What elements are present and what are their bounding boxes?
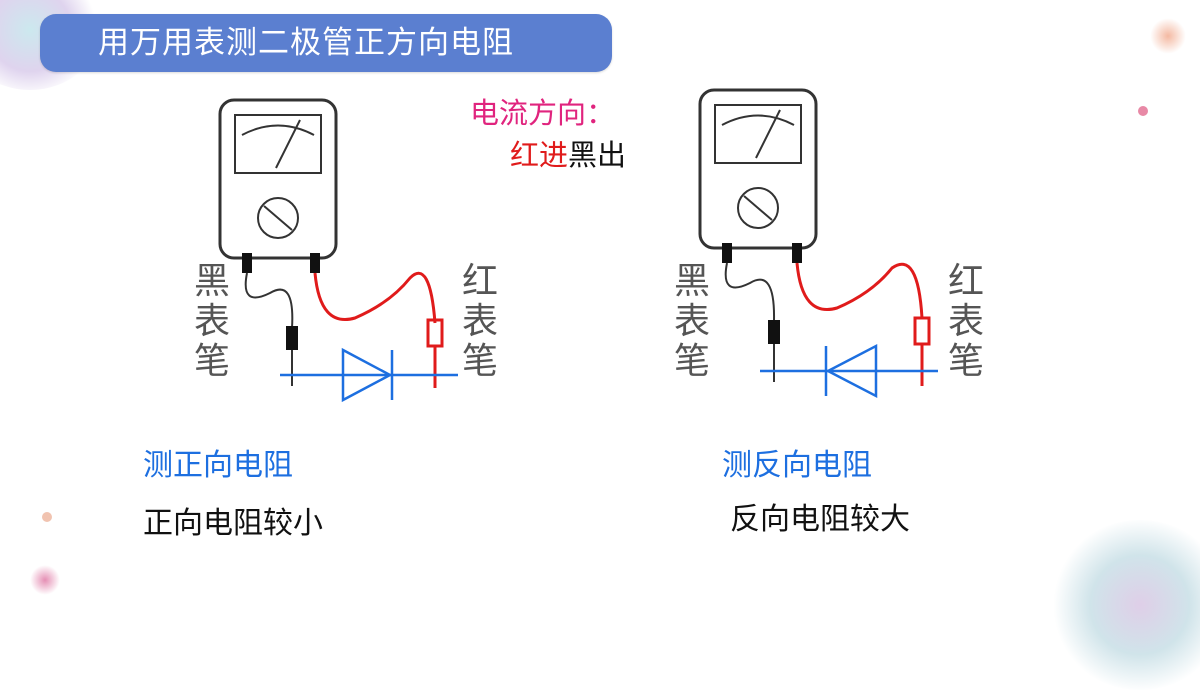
- reverse-caption: 测反向电阻: [722, 448, 872, 483]
- black-probe-label-right: 黑表笔: [673, 261, 710, 382]
- current-direction-note: 电流方向： 红进黑出: [470, 92, 640, 176]
- decorative-splash-topright: [1150, 18, 1186, 54]
- page-title: 用万用表测二极管正方向电阻: [98, 25, 514, 61]
- diode-reverse-icon: [760, 343, 938, 399]
- red-probe-label-right: 红表笔: [947, 261, 984, 382]
- reverse-measurement-figure: [698, 88, 938, 399]
- multimeter-icon: [698, 88, 818, 250]
- forward-caption: 测正向电阻: [143, 448, 293, 483]
- forward-result: 正向电阻较小: [143, 506, 323, 541]
- black-probe-label-left: 黑表笔: [193, 261, 230, 382]
- multimeter-icon: [218, 98, 338, 260]
- red-probe-label-left: 红表笔: [461, 261, 498, 382]
- forward-measurement-figure: [218, 98, 458, 403]
- decorative-dot: [42, 512, 52, 522]
- diode-forward-icon: [280, 347, 458, 403]
- current-direction-rule: 红进黑出: [470, 134, 640, 176]
- decorative-splash-bottomright: [1050, 520, 1200, 690]
- black-out-text: 黑出: [567, 138, 626, 172]
- title-banner: 用万用表测二极管正方向电阻: [40, 14, 612, 72]
- decorative-dot: [1138, 106, 1148, 116]
- red-in-text: 红进: [509, 138, 568, 172]
- reverse-result: 反向电阻较大: [730, 502, 910, 537]
- decorative-splash-left: [30, 565, 60, 595]
- current-direction-label: 电流方向：: [470, 96, 616, 130]
